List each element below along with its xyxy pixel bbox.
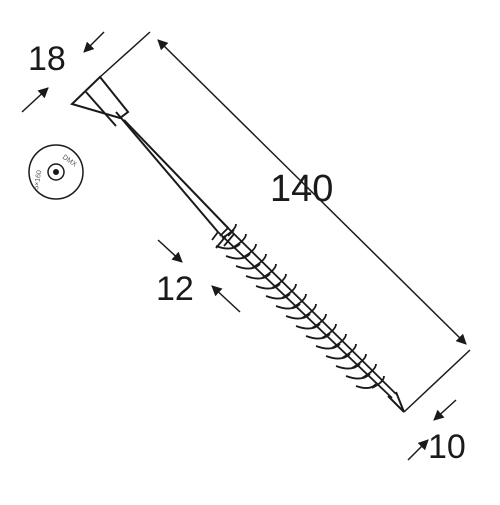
length-label: 140: [270, 168, 334, 210]
screw-head: [70, 75, 130, 127]
head-diameter-label: 18: [28, 40, 66, 78]
head-top-view: DMX 5×160: [28, 144, 84, 200]
torx-recess-icon: [47, 163, 65, 181]
thread-gap-label: 12: [156, 270, 194, 308]
screw-shank: [115, 111, 230, 233]
tip-label: 10: [428, 428, 466, 466]
head-stamp-side: 5×160: [33, 170, 43, 191]
dimension-lines: [21, 31, 471, 461]
screw-tip: [387, 391, 405, 413]
